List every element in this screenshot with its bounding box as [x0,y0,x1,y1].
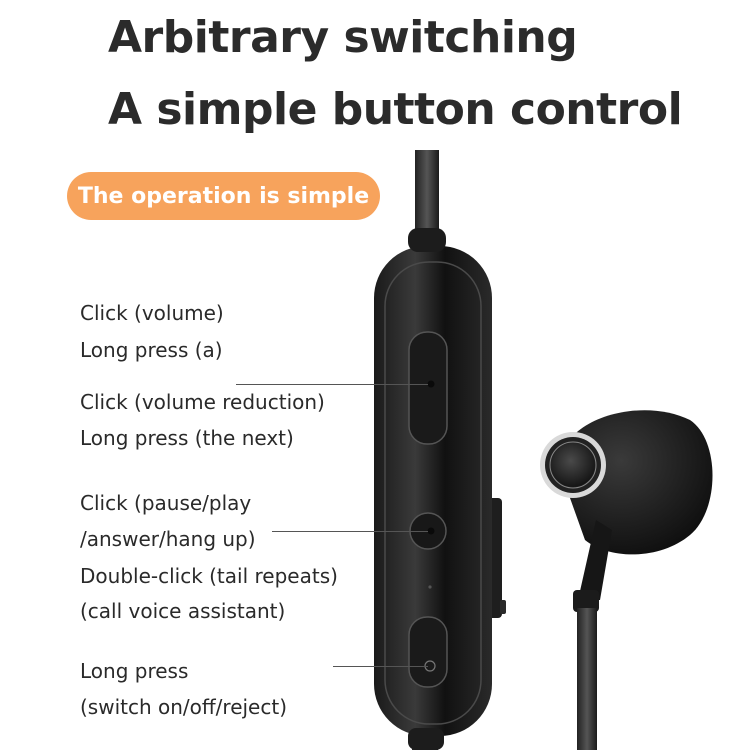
control-3-line-2: /answer/hang up) [80,527,256,551]
control-3-line-3: Double-click (tail repeats) [80,564,338,588]
earbud-icon [540,410,713,750]
leader-line-middle [272,531,428,532]
control-4-line-2: (switch on/off/reject) [80,695,288,719]
headline-line-2: A simple button control [108,84,683,135]
remote-control-icon [374,228,492,750]
headline-line-1: Arbitrary switching [108,12,578,63]
operation-badge: The operation is simple [67,172,380,220]
leader-line-volume [236,384,428,385]
control-1-line-1: Click (volume) [80,301,224,325]
control-2-line-1: Click (volume reduction) [80,390,325,414]
leader-line-power [333,666,428,667]
control-2-line-2: Long press (the next) [80,426,294,450]
control-3-line-1: Click (pause/play [80,491,252,515]
power-button [408,616,448,688]
control-4-line-1: Long press [80,659,189,683]
control-3-line-4: (call voice assistant) [80,599,286,623]
volume-rocker [408,331,448,445]
control-1-line-2: Long press (a) [80,338,223,362]
